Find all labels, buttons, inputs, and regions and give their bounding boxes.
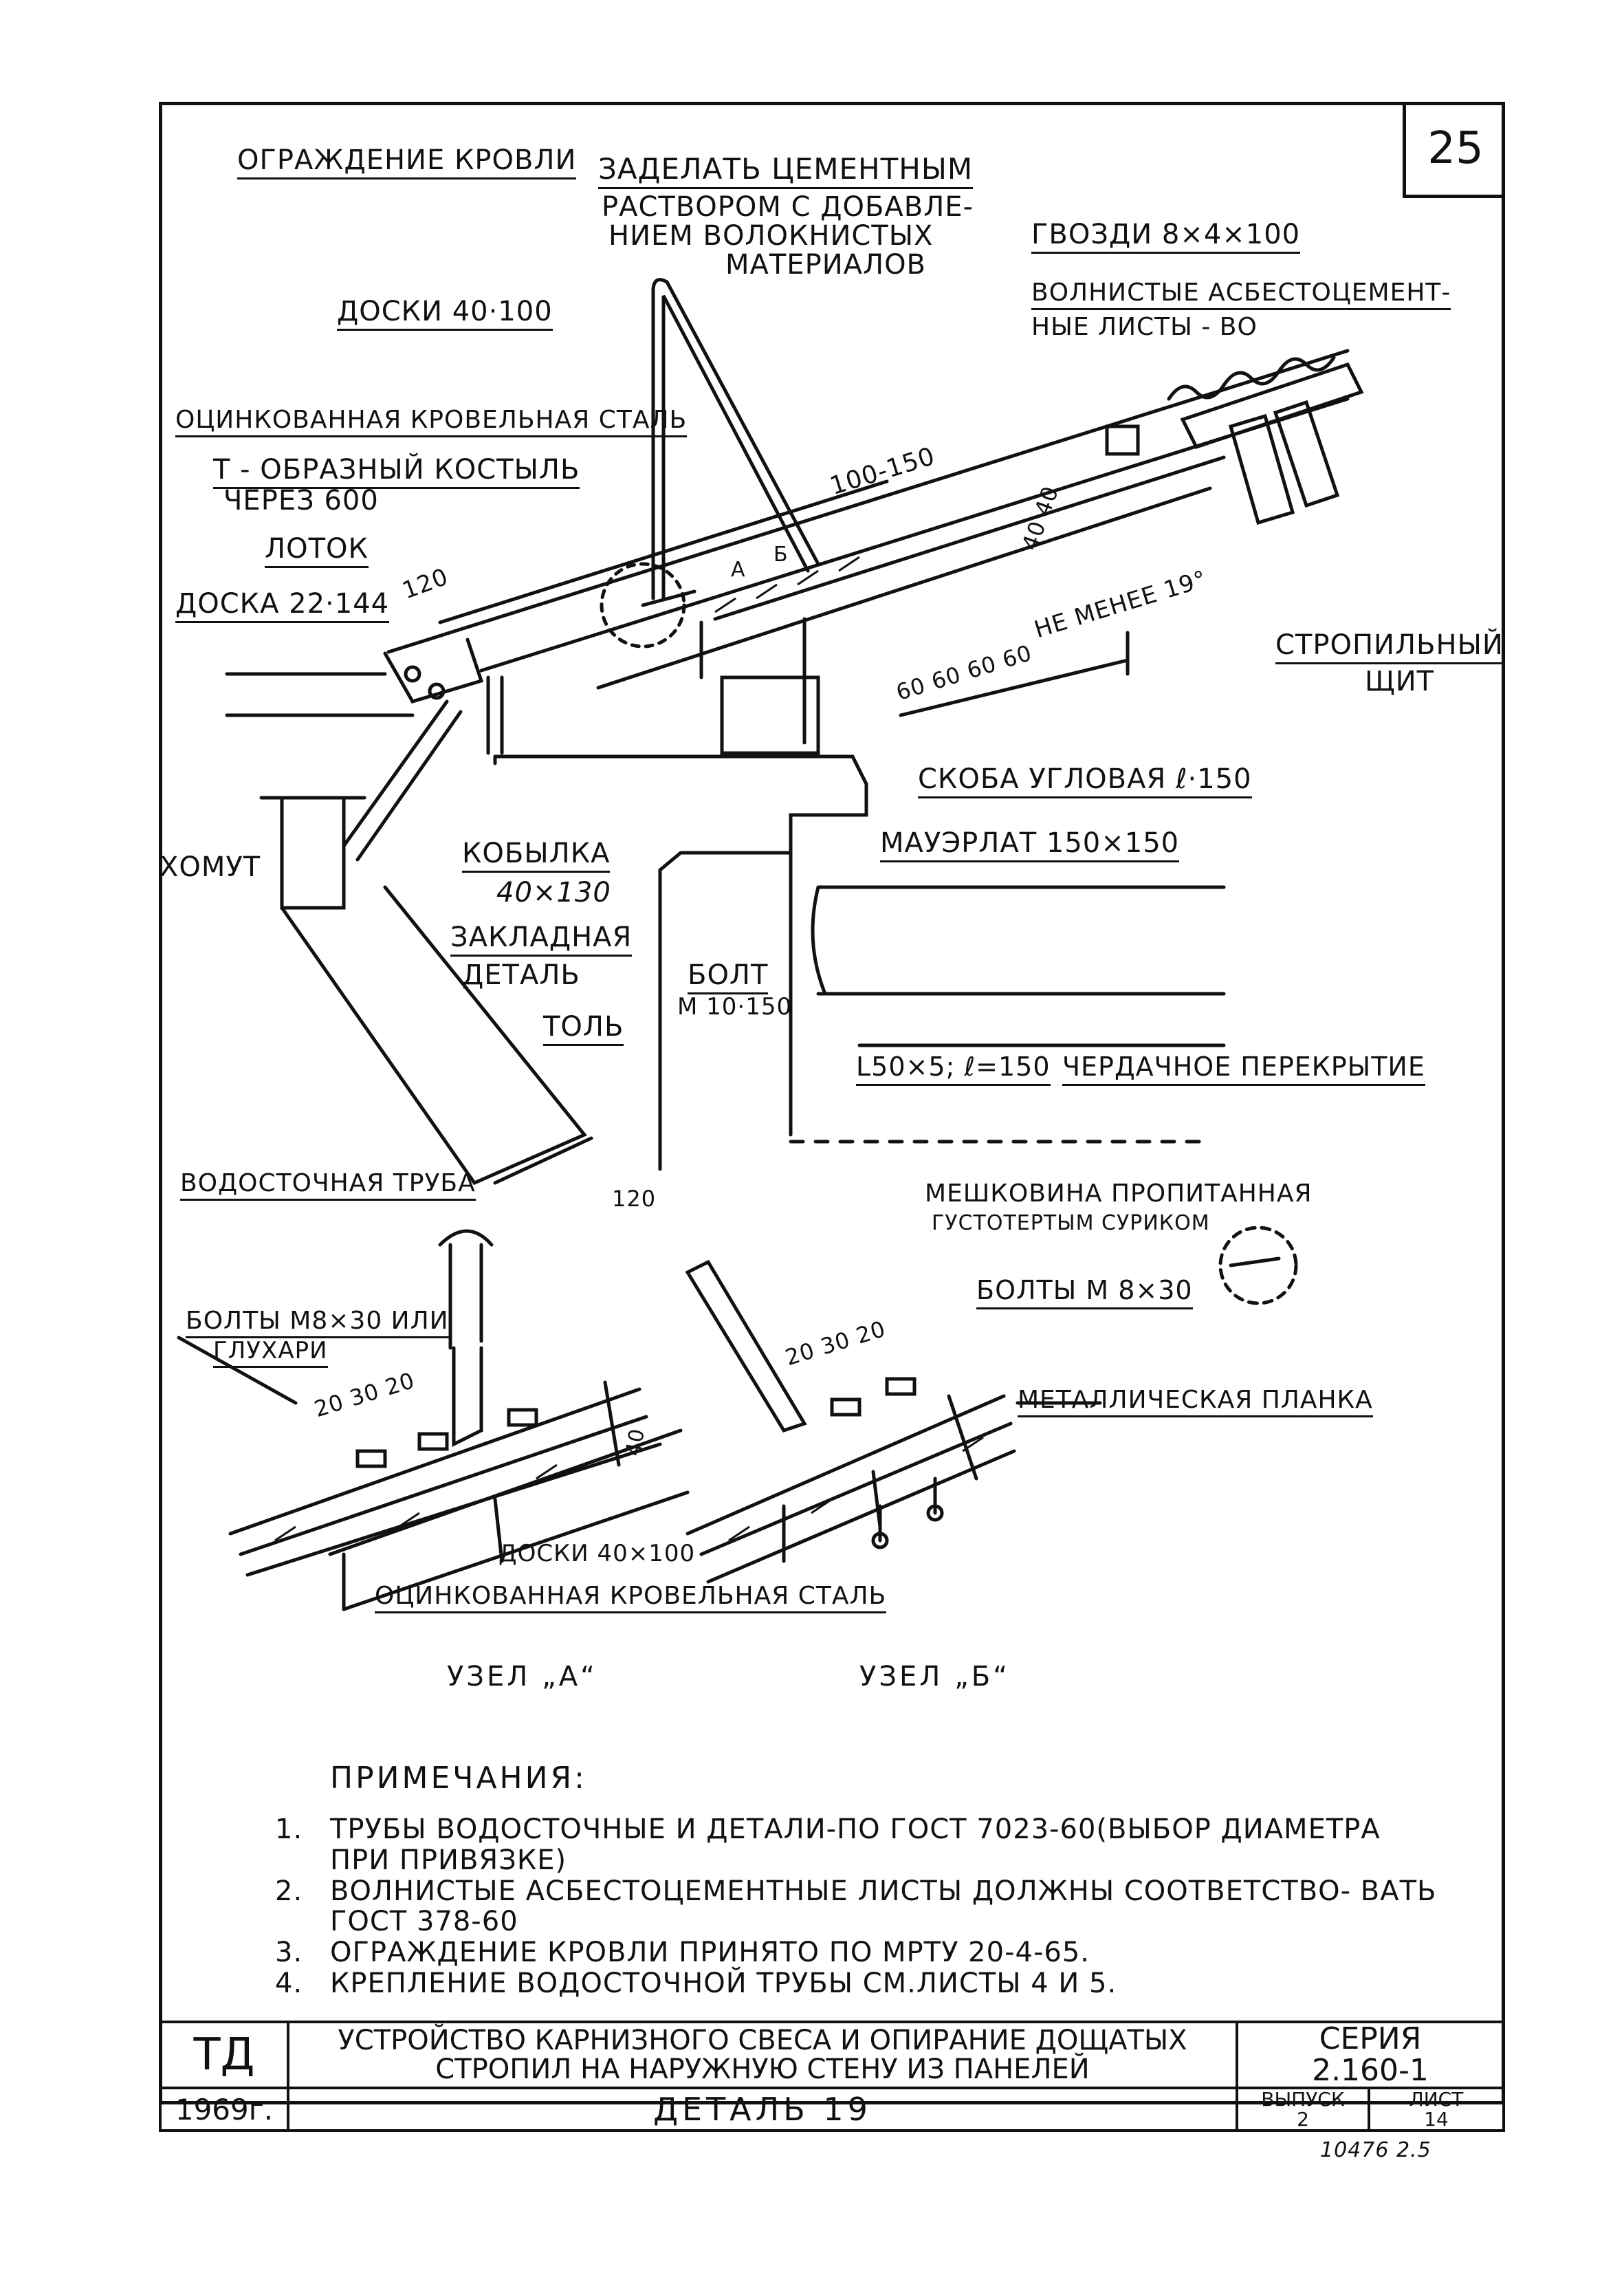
label-mark-a: А <box>731 558 746 582</box>
wall-plate <box>486 617 820 755</box>
note-number: 2. <box>275 1875 303 1907</box>
label-board-22: ДОСКА 22·144 <box>175 588 390 623</box>
label-node-a: УЗЕЛ „А“ <box>447 1661 597 1692</box>
label-galv-steel-bottom: ОЦИНКОВАННАЯ КРОВЕЛЬНАЯ СТАЛЬ <box>375 1582 887 1614</box>
label-rafter-panel-2: ЩИТ <box>1365 666 1435 697</box>
sheet-label: ЛИСТ <box>1409 2087 1464 2111</box>
sheet-value: 14 <box>1424 2108 1449 2131</box>
sheet-number: 25 <box>1427 122 1484 174</box>
logo: ТД <box>193 2029 255 2080</box>
label-gutter: ЛОТОК <box>265 533 369 568</box>
label-bolt-1: БОЛТ <box>688 959 769 994</box>
label-galv-steel-top: ОЦИНКОВАННАЯ КРОВЕЛЬНАЯ СТАЛЬ <box>175 406 688 438</box>
logo-cell: ТД <box>159 2021 289 2089</box>
note-item: 1. ТРУБЫ ВОДОСТОЧНЫЕ И ДЕТАЛИ-ПО ГОСТ 70… <box>275 1814 1444 1876</box>
notes-list: 1. ТРУБЫ ВОДОСТОЧНЫЕ И ДЕТАЛИ-ПО ГОСТ 70… <box>275 1814 1444 1999</box>
title-line-2: СТРОПИЛ НА НАРУЖНУЮ СТЕНУ ИЗ ПАНЕЛЕЙ <box>435 2054 1090 2085</box>
sheet-cell: ЛИСТ 14 <box>1368 2087 1505 2132</box>
note-text: ВОЛНИСТЫЕ АСБЕСТОЦЕМЕНТНЫЕ ЛИСТЫ ДОЛЖНЫ … <box>330 1875 1437 1938</box>
label-embed-1: ЗАКЛАДНАЯ <box>450 922 633 957</box>
series-cell: СЕРИЯ 2.160-1 <box>1236 2021 1505 2089</box>
label-rafter-panel-1: СТРОПИЛЬНЫЙ <box>1275 629 1504 664</box>
label-burlap-1: МЕШКОВИНА ПРОПИТАННАЯ <box>925 1179 1313 1208</box>
issue-cell: ВЫПУСК 2 <box>1236 2087 1370 2132</box>
label-downpipe: ВОДОСТОЧНАЯ ТРУБА <box>180 1169 476 1201</box>
label-tarpaper: ТОЛЬ <box>543 1011 624 1046</box>
note-text: ОГРАЖДЕНИЕ КРОВЛИ ПРИНЯТО ПО МРТУ 20-4-6… <box>330 1937 1090 1969</box>
board-hatching <box>274 556 984 1542</box>
label-bolts-m8: БОЛТЫ М 8×30 <box>976 1275 1193 1309</box>
label-nails: ГВОЗДИ 8×4×100 <box>1031 219 1301 254</box>
series-value: 2.160-1 <box>1312 2053 1429 2088</box>
note-number: 1. <box>275 1814 303 1845</box>
note-item: 2. ВОЛНИСТЫЕ АСБЕСТОЦЕМЕНТНЫЕ ЛИСТЫ ДОЛЖ… <box>275 1875 1444 1938</box>
label-cement-seal-1: ЗАДЕЛАТЬ ЦЕМЕНТНЫМ <box>598 152 974 190</box>
year: 1969г. <box>175 2092 274 2126</box>
detail-number: ДЕТАЛЬ 19 <box>653 2091 872 2128</box>
drawing-frame <box>159 102 1505 2104</box>
label-corrugated-1: ВОЛНИСТЫЕ АСБЕСТОЦЕМЕНТ- <box>1031 279 1451 311</box>
series-label: СЕРИЯ <box>1319 2021 1422 2056</box>
node-marker <box>600 562 686 649</box>
label-mark-b: Б <box>773 543 789 567</box>
note-number: 4. <box>275 1967 303 1999</box>
note-item: 3. ОГРАЖДЕНИЕ КРОВЛИ ПРИНЯТО ПО МРТУ 20-… <box>275 1937 1444 1968</box>
note-item: 4. КРЕПЛЕНИЕ ВОДОСТОЧНОЙ ТРУБЫ СМ.ЛИСТЫ … <box>275 1968 1444 1999</box>
title-cell: УСТРОЙСТВО КАРНИЗНОГО СВЕСА И ОПИРАНИЕ Д… <box>287 2021 1238 2089</box>
label-clamp: ХОМУТ <box>160 851 261 883</box>
downpipe <box>259 699 593 1186</box>
archive-stamp: 10476 2.5 <box>1320 2138 1431 2162</box>
sheet-number-box: 25 <box>1403 102 1505 198</box>
label-cement-seal-2: РАСТВОРОМ С ДОБАВЛЕ- <box>602 191 974 223</box>
label-bolt-2: М 10·150 <box>677 993 793 1021</box>
note-text: КРЕПЛЕНИЕ ВОДОСТОЧНОЙ ТРУБЫ СМ.ЛИСТЫ 4 И… <box>330 1967 1117 1999</box>
label-burlap-2: ГУСТОТЕРТЫМ СУРИКОМ <box>932 1211 1210 1235</box>
label-wall-plate: МАУЭРЛАТ 150×150 <box>880 827 1180 862</box>
label-roof-fence: ОГРАЖДЕНИЕ КРОВЛИ <box>237 144 577 179</box>
detail-cell: ДЕТАЛЬ 19 <box>287 2087 1238 2132</box>
wall-section <box>493 754 1226 1171</box>
note-text: ТРУБЫ ВОДОСТОЧНЫЕ И ДЕТАЛИ-ПО ГОСТ 7023-… <box>330 1814 1381 1876</box>
label-corner-bracket: СКОБА УГЛОВАЯ ℓ·150 <box>918 763 1252 798</box>
label-boards-top: ДОСКИ 40·100 <box>337 296 553 331</box>
label-corrugated-2: НЫЕ ЛИСТЫ - ВО <box>1031 313 1258 341</box>
label-t-bracket-1: Т - ОБРАЗНЫЙ КОСТЫЛЬ <box>213 454 580 489</box>
label-angle: L50×5; ℓ=150 <box>856 1052 1051 1086</box>
year-cell: 1969г. <box>159 2087 289 2132</box>
label-bolts-or-2: ГЛУХАРИ <box>213 1337 328 1369</box>
label-attic-floor: ЧЕРДАЧНОЕ ПЕРЕКРЫТИЕ <box>1062 1052 1425 1086</box>
issue-value: 2 <box>1297 2108 1309 2131</box>
gutter <box>383 638 484 704</box>
title-line-1: УСТРОЙСТВО КАРНИЗНОГО СВЕСА И ОПИРАНИЕ Д… <box>338 2025 1187 2056</box>
corrugated-sheet <box>1167 356 1336 401</box>
label-embed-2: ДЕТАЛЬ <box>462 959 580 991</box>
label-bolts-or-1: БОЛТЫ М8×30 ИЛИ <box>186 1307 449 1339</box>
label-sprocket-1: КОБЫЛКА <box>462 838 611 873</box>
roof-fence <box>641 278 820 607</box>
node-b-drawing <box>685 1226 1298 1584</box>
label-dim-40: 40 <box>621 1426 650 1458</box>
notes-title: ПРИМЕЧАНИЯ: <box>330 1761 587 1796</box>
label-cement-seal-3: НИЕМ ВОЛОКНИСТЫХ <box>608 220 934 252</box>
label-metal-strip: МЕТАЛЛИЧЕСКАЯ ПЛАНКА <box>1018 1386 1373 1418</box>
title-block: ТД УСТРОЙСТВО КАРНИЗНОГО СВЕСА И ОПИРАНИ… <box>159 2021 1505 2132</box>
note-number: 3. <box>275 1937 303 1969</box>
label-sprocket-2: 40×130 <box>496 877 611 908</box>
label-t-bracket-2: ЧЕРЕЗ 600 <box>223 485 379 516</box>
label-boards-bottom: ДОСКИ 40×100 <box>498 1540 696 1567</box>
node-a-drawing <box>177 1229 690 1611</box>
issue-label: ВЫПУСК <box>1261 2087 1345 2111</box>
label-node-b: УЗЕЛ „Б“ <box>859 1661 1010 1692</box>
rafter-blocks <box>1105 362 1364 525</box>
label-cement-seal-4: МАТЕРИАЛОВ <box>725 249 926 281</box>
label-dim-120-b: 120 <box>612 1186 657 1212</box>
